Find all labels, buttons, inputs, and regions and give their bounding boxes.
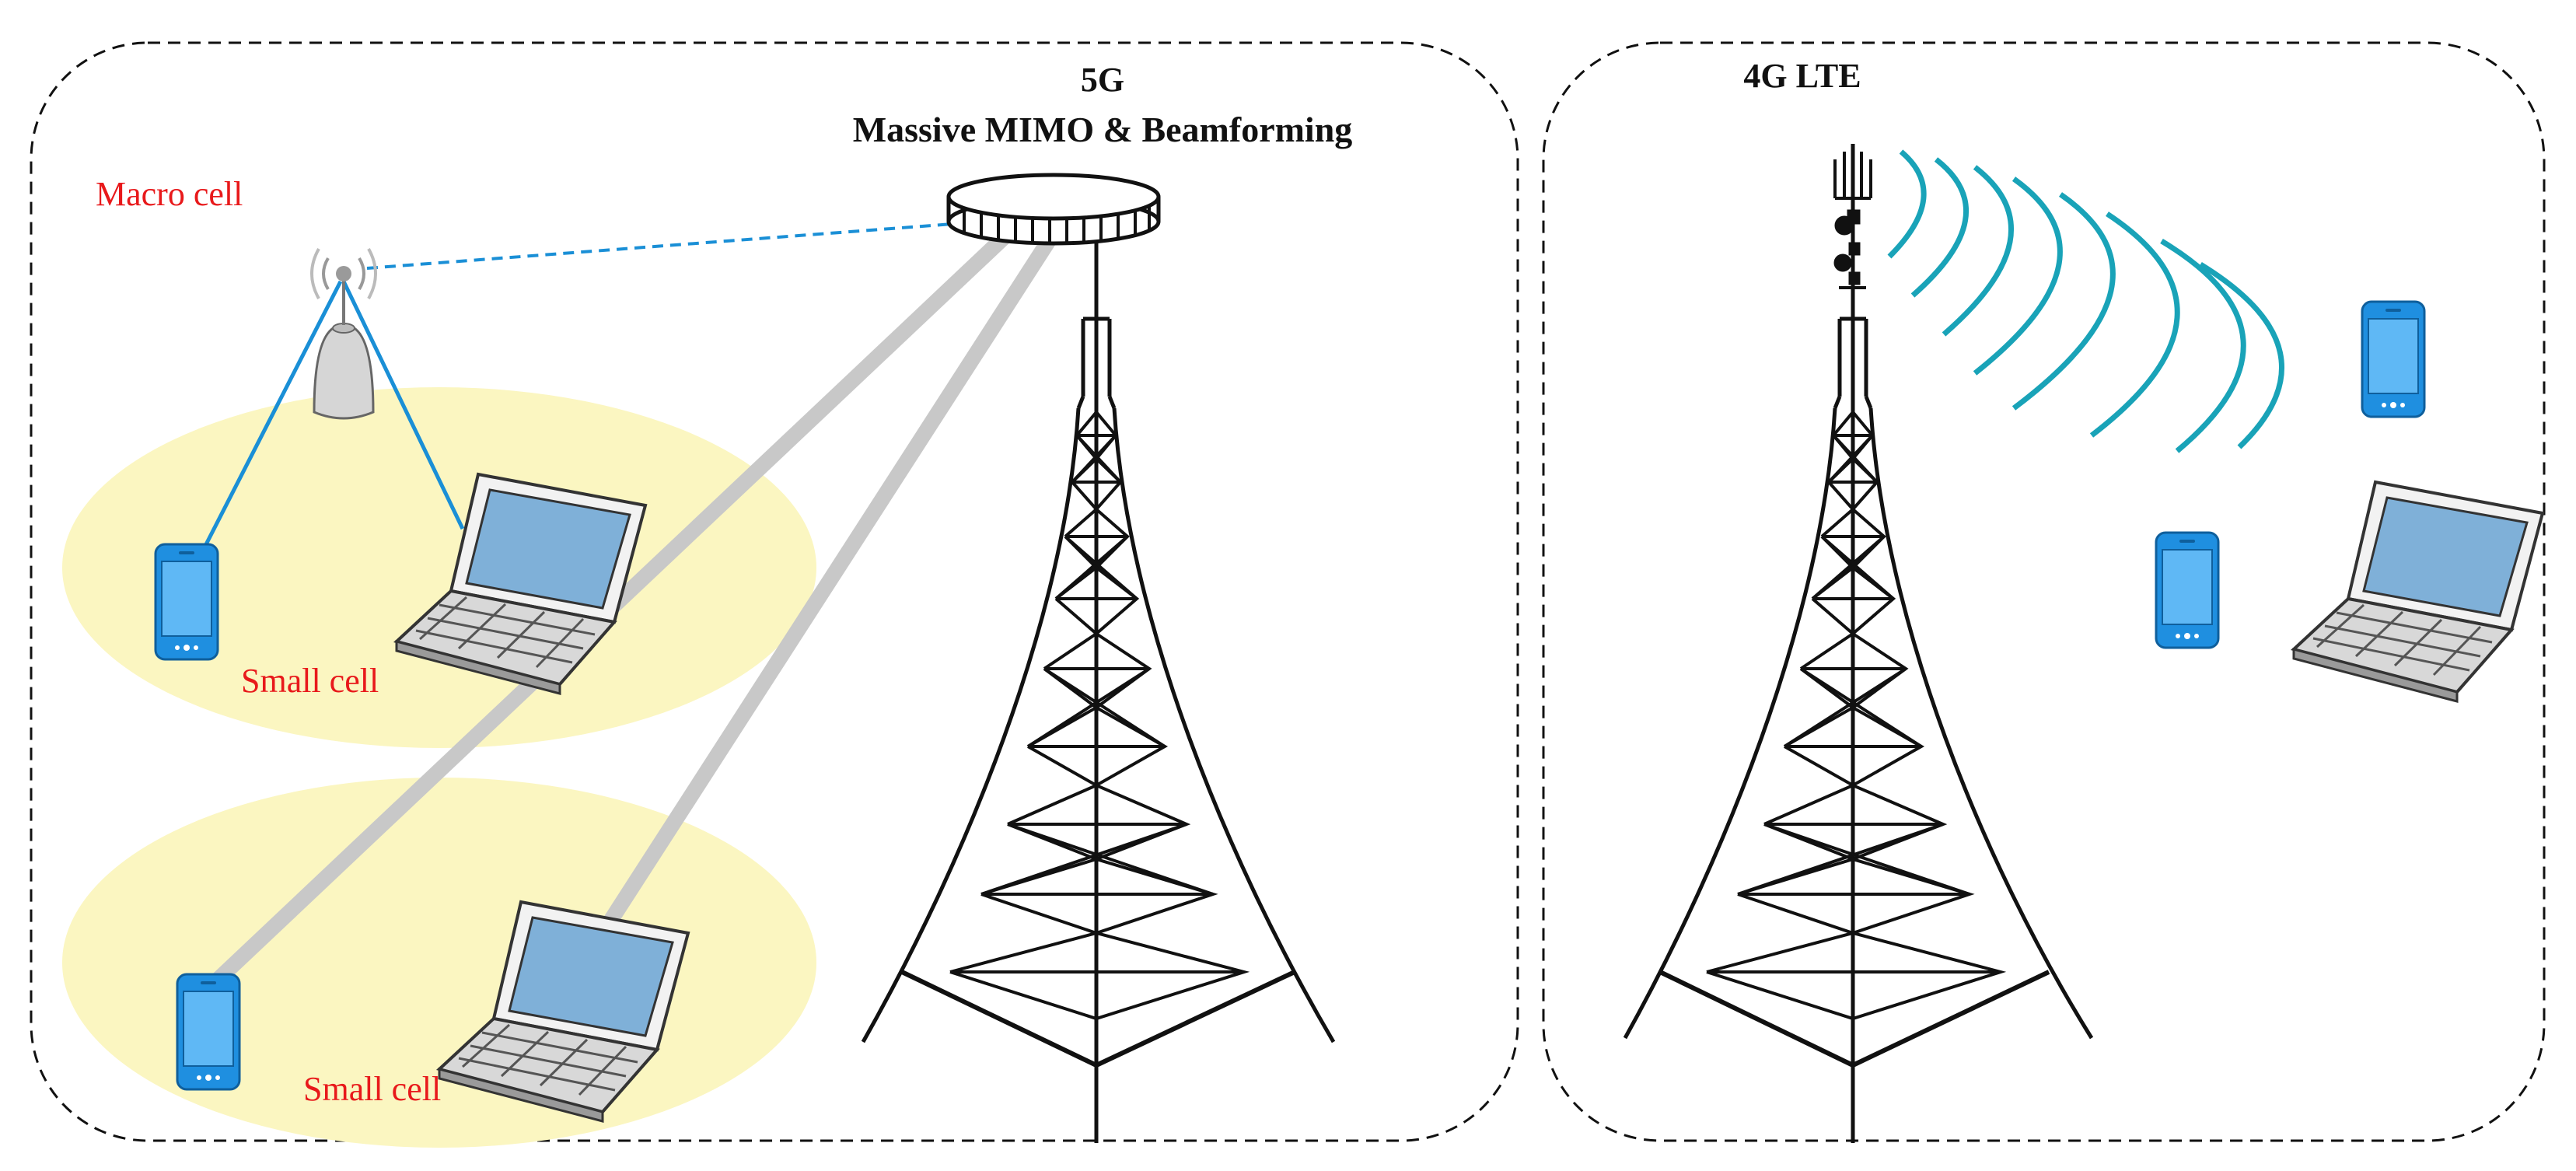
small-cell-label-1: Small cell	[241, 662, 379, 700]
macro-cell-antenna-icon	[310, 248, 377, 420]
panel-4g-border	[1542, 41, 2546, 1142]
title-5g: 5G	[1081, 61, 1124, 99]
laptop-icon-3	[2292, 481, 2544, 703]
tower-5g-icon	[861, 173, 1336, 1143]
smartphone-icon-1	[154, 543, 219, 661]
lte-antenna-mast-icon	[1833, 144, 1872, 319]
macro-link-phone	[201, 280, 343, 551]
radio-waves-icon	[1887, 149, 2285, 453]
smartphone-icon-3	[2361, 300, 2426, 418]
smartphone-icon-2	[176, 973, 241, 1091]
macro-cell-label: Macro cell	[96, 175, 243, 213]
title-4g-lte: 4G LTE	[1743, 57, 1861, 95]
beam-to-laptop	[595, 225, 1061, 941]
macro-backhaul-link	[366, 220, 984, 270]
smartphone-icon-4	[2155, 531, 2220, 649]
tower-4g-icon	[1623, 144, 2094, 1143]
panel-5g-border	[30, 41, 1519, 1142]
macro-link-laptop	[341, 280, 465, 530]
subtitle-massive-mimo: Massive MIMO & Beamforming	[853, 110, 1353, 149]
small-cell-zone-1	[62, 387, 816, 748]
massive-mimo-antenna-icon	[946, 173, 1161, 246]
small-cell-label-2: Small cell	[303, 1070, 441, 1108]
